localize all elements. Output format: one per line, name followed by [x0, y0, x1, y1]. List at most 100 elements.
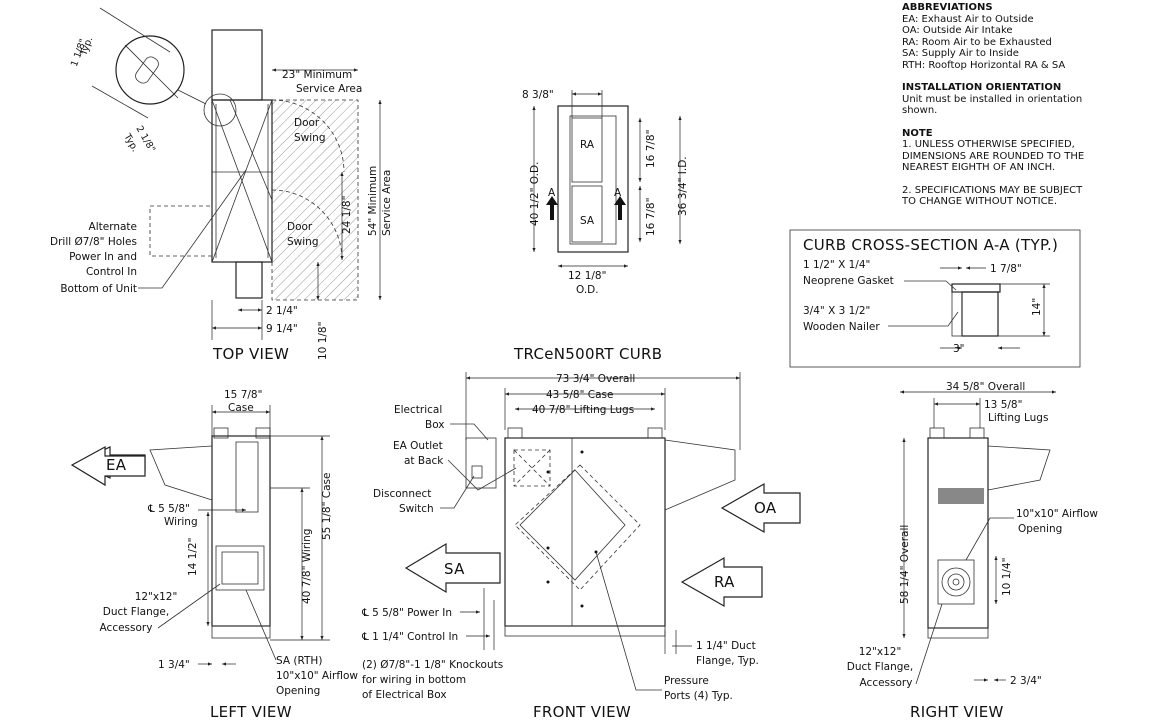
cs-dim-1-78: 1 7/8" — [990, 263, 1022, 275]
alternate-line3: Power In and — [69, 251, 137, 263]
orientation-title: INSTALLATION ORIENTATION — [902, 82, 1062, 93]
front-pressure-1: Pressure — [664, 675, 709, 687]
notes-block: ABBREVIATIONS EA: Exhaust Air to Outside… — [902, 2, 1152, 208]
cs-dim-3: 3" — [953, 343, 965, 355]
note2-line-2: TO CHANGE WITHOUT NOTICE. — [902, 196, 1058, 207]
front-base — [504, 625, 666, 637]
gasket-line1: 1 1/2" X 1/4" — [803, 259, 870, 271]
cs-nailer — [951, 291, 963, 337]
right-duct-2: Duct Flange, — [847, 661, 913, 673]
note2-line-1: 2. SPECIFICATIONS MAY BE SUBJECT — [902, 184, 1083, 196]
right-airflow-box — [937, 559, 975, 605]
right-overall: 34 5/8" Overall — [946, 381, 1025, 393]
nailer-line1: 3/4" X 3 1/2" — [803, 305, 870, 317]
left-duct-line1: 12"x12" — [135, 591, 178, 603]
right-lug-1 — [929, 427, 945, 439]
front-case: 43 5/8" Case — [546, 389, 613, 401]
front-knockouts-3: of Electrical Box — [362, 689, 447, 701]
top-side-duct — [149, 205, 213, 257]
top-view: 1 1/8" Typ. 2 1/8" Typ. 23" Minimum Serv… — [50, 7, 393, 363]
alternate-line5: Bottom of Unit — [60, 283, 137, 295]
right-dim-2-34: 2 3/4" — [1010, 675, 1042, 687]
left-unit-body — [211, 435, 271, 627]
left-duct-line3: Accessory — [100, 622, 153, 634]
curb-dim-8-38: 8 3/8" — [522, 89, 554, 101]
right-duct-1: 12"x12" — [859, 646, 902, 658]
front-lugs: 40 7/8" Lifting Lugs — [532, 404, 634, 416]
service-23-line1: 23" Minimum — [282, 69, 352, 81]
left-view: EA 15 7/8" Case ℄ 5 5/8" Wiring 14 1/2" … — [70, 389, 358, 720]
abbreviations-title: ABBREVIATIONS — [902, 2, 993, 13]
right-lug-2 — [969, 427, 985, 439]
orientation-line-1: Unit must be installed in orientation — [902, 93, 1083, 105]
note1-line-1: 1. UNLESS OTHERWISE SPECIFIED, — [902, 139, 1075, 150]
alternate-line2: Drill Ø7/8" Holes — [50, 236, 137, 248]
front-sa-label: SA — [444, 560, 465, 578]
right-fan-outer — [941, 567, 971, 597]
front-hood — [664, 439, 736, 511]
abbr-rth: RTH: Rooftop Horizontal RA & SA — [902, 59, 1066, 71]
cs-body — [961, 291, 999, 337]
top-duct — [211, 29, 263, 101]
dim-10-18: 10 1/8" — [317, 322, 329, 360]
door-swing-2b: Swing — [287, 236, 319, 248]
right-lugs-1: 13 5/8" — [984, 399, 1022, 411]
left-base — [211, 625, 271, 639]
top-view-title: TOP VIEW — [212, 345, 289, 363]
curb-sa-label: SA — [580, 215, 595, 227]
left-dim-1-34: 1 3/4" — [158, 659, 190, 671]
curb-ra-label: RA — [580, 139, 595, 151]
curb-dim-12-18: 12 1/8" — [568, 270, 606, 282]
front-knockouts-1: (2) Ø7/8"-1 1/8" Knockouts — [362, 659, 503, 671]
note1-line-3: NEAREST EIGHTH OF AN INCH. — [902, 162, 1056, 173]
front-electrical-2: Box — [425, 419, 445, 431]
abbr-ra: RA: Room Air to be Exhausted — [902, 36, 1052, 48]
note-title: NOTE — [902, 127, 933, 139]
oa-arrow — [720, 482, 801, 534]
curb-a-left: A — [548, 187, 556, 199]
front-diamond-outer — [519, 469, 626, 581]
disconnect-switch — [471, 465, 483, 479]
front-view: 73 3/4" Overall 43 5/8" Case 40 7/8" Lif… — [361, 372, 801, 720]
service-54-line1: 54" Minimum — [367, 166, 379, 236]
front-unit-body — [504, 437, 666, 627]
service-54-line2: Service Area — [381, 170, 393, 236]
orientation-line-2: shown. — [902, 105, 938, 116]
right-lugs-2: Lifting Lugs — [988, 412, 1048, 424]
curb-dim-40-12: 40 1/2" O.D. — [529, 162, 541, 226]
right-view: 34 5/8" Overall 13 5/8" Lifting Lugs 10"… — [847, 381, 1099, 720]
left-wiring-label: Wiring — [164, 516, 198, 528]
note1-line-2: DIMENSIONS ARE ROUNDED TO THE — [902, 150, 1085, 162]
section-arrow-right — [614, 196, 626, 220]
abbr-ea: EA: Exhaust Air to Outside — [902, 13, 1034, 25]
front-control-in: ℄ 1 1/4" Control In — [361, 631, 458, 643]
curb-title: TRCeN500RT CURB — [513, 345, 662, 363]
right-dim-58-14: 58 1/4" Overall — [899, 525, 911, 604]
service-23-line2: Service Area — [296, 83, 362, 95]
cross-section-frame — [789, 229, 1081, 368]
left-dim-40-78: 40 7/8" Wiring — [301, 529, 313, 604]
left-case-label: Case — [228, 402, 254, 414]
front-diamond-inner — [514, 464, 641, 591]
ea-outlet-box — [513, 449, 551, 487]
left-hood — [149, 445, 213, 501]
section-arrow-left — [546, 196, 558, 220]
front-ea-outlet-2: at Back — [404, 455, 444, 467]
door-swing-1b: Swing — [294, 132, 326, 144]
abbr-sa: SA: Supply Air to Inside — [902, 48, 1019, 59]
left-sa-line1: SA (RTH) — [276, 655, 322, 667]
detail-circle — [115, 35, 185, 105]
left-lug-1 — [213, 427, 229, 439]
left-view-title: LEFT VIEW — [210, 703, 292, 720]
right-hood — [987, 445, 1051, 491]
right-airflow-2: Opening — [1018, 523, 1062, 535]
nailer-line2: Wooden Nailer — [803, 321, 880, 333]
left-dim-14-12: 14 1/2" — [187, 538, 199, 576]
right-airflow-1: 10"x10" Airflow — [1016, 508, 1098, 520]
curb-view: RA SA A A 8 3/8" 40 1/2" O.D. 16 7/8" 16… — [513, 89, 689, 363]
curb-outer — [557, 105, 629, 253]
ea-label: EA — [106, 456, 127, 474]
front-duct-flange-1: 1 1/4" Duct — [696, 640, 756, 652]
left-wiring-dim: ℄ 5 5/8" — [147, 503, 190, 515]
